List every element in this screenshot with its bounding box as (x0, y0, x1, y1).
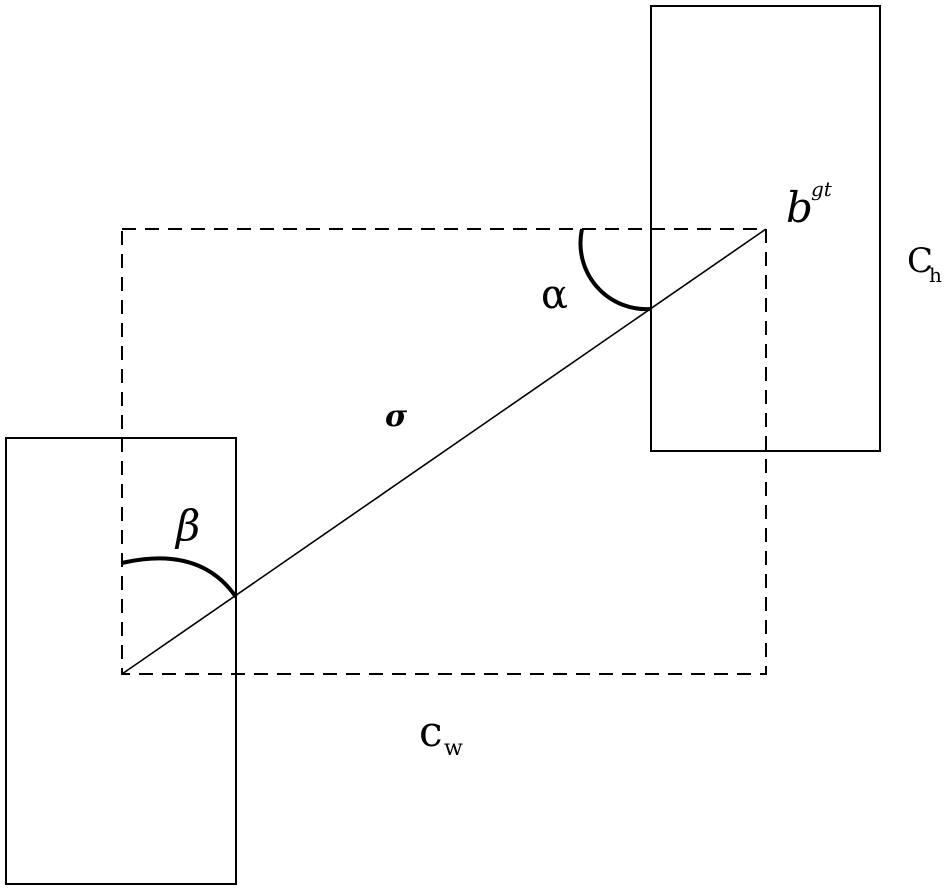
label-enclosing-width: c (419, 707, 443, 756)
alpha-angle-arc (578, 228, 652, 312)
label-enclosing-height: C (907, 241, 933, 281)
label-beta: β (174, 501, 200, 550)
label-enclosing-width-subscript: w (444, 736, 463, 761)
label-box-gt: b (786, 183, 813, 232)
label-enclosing-height-subscript: h (929, 263, 942, 287)
center-distance-line (121, 228, 767, 675)
enclosing-dashed-box (121, 228, 767, 675)
label-box-gt-superscript: gt (811, 177, 833, 201)
label-alpha: α (541, 272, 568, 318)
label-distance: σ (385, 399, 408, 434)
predicted-box (5, 437, 237, 885)
beta-angle-arc (121, 556, 238, 599)
